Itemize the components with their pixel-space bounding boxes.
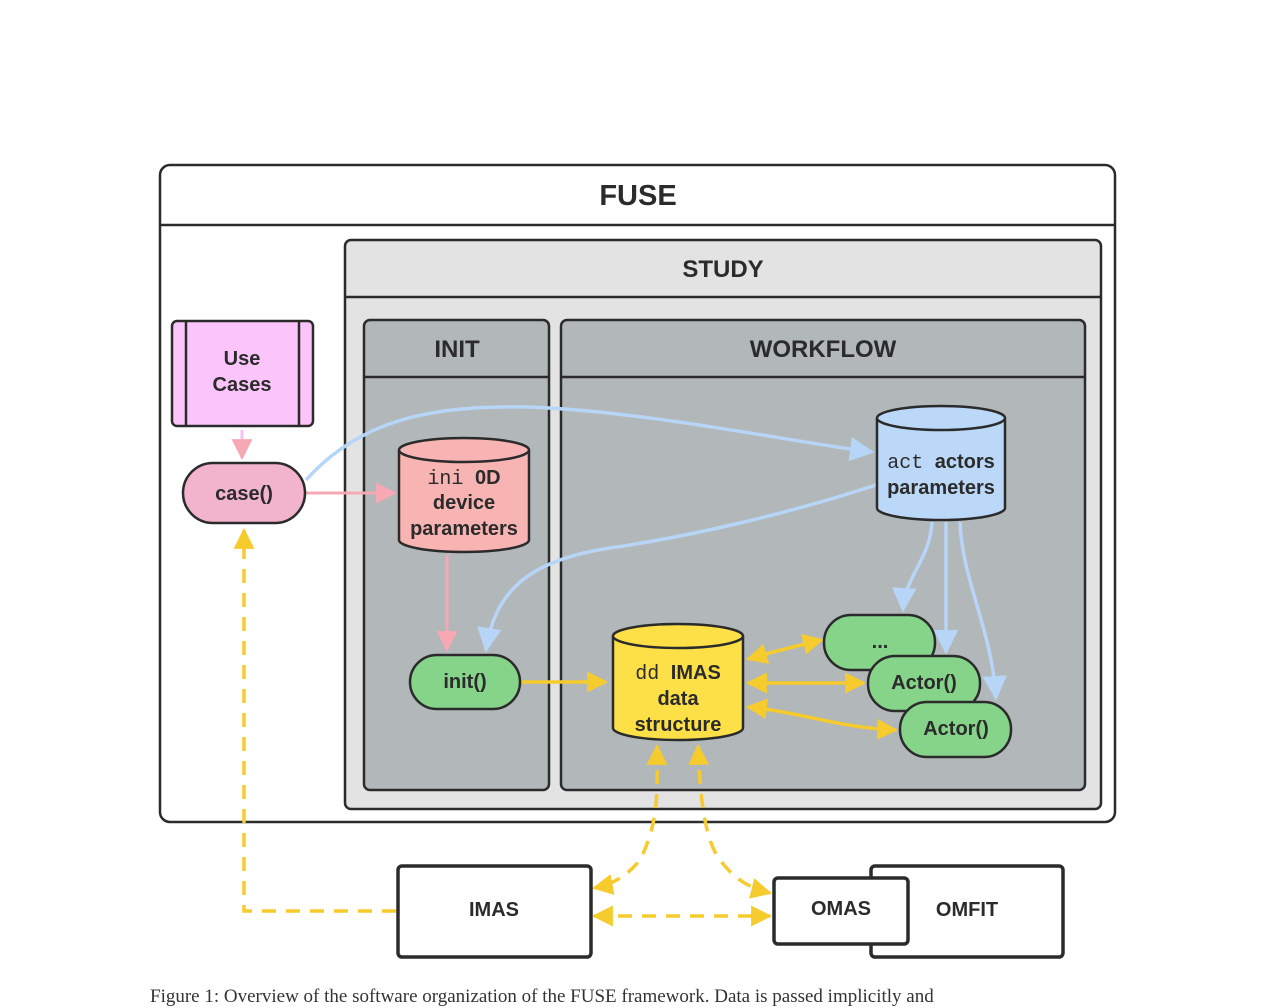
use-cases-line2: Cases (213, 374, 272, 396)
arrow-act-to-more (892, 521, 934, 613)
init-function-label: init() (443, 671, 486, 693)
workflow-panel-title: WORKFLOW (750, 336, 897, 363)
act-database-node: act actors parameters (875, 404, 1007, 522)
actor-more-label: ... (872, 631, 889, 653)
dd-line3: structure (635, 714, 722, 736)
imas-label: IMAS (469, 899, 519, 921)
dd-line1: IMAS (671, 662, 721, 684)
act-line1: actors (935, 451, 995, 473)
act-prefix: act (887, 452, 923, 475)
omfit-label: OMFIT (936, 899, 998, 921)
svg-text:ini 0D: ini 0D (427, 467, 500, 491)
use-cases-line1: Use (224, 348, 261, 370)
arrow-dd-actor2 (745, 698, 899, 740)
arrow-act-to-init (477, 483, 877, 653)
ini-database-node: ini 0D device parameters (397, 436, 531, 554)
fuse-title: FUSE (599, 180, 676, 212)
dd-prefix: dd (635, 663, 659, 686)
ini-line3: parameters (410, 518, 518, 540)
ini-line1: 0D (475, 467, 501, 489)
study-title: STUDY (682, 256, 763, 283)
ini-line2: device (433, 492, 495, 514)
arrow-dd-imas (591, 743, 668, 895)
figure-caption: Figure 1: Overview of the software organ… (150, 986, 934, 1007)
init-panel-title: INIT (434, 336, 480, 363)
case-function-label: case() (215, 483, 273, 505)
actor-1-label: Actor() (891, 672, 957, 694)
actor-node-1: Actor() (866, 654, 982, 713)
act-line2: parameters (887, 477, 995, 499)
imas-box: IMAS (396, 864, 593, 959)
dd-line2: data (657, 688, 699, 710)
arrow-imas-to-case (233, 527, 396, 913)
case-function-node: case() (181, 461, 307, 525)
arrow-dd-more (745, 633, 825, 664)
arrow-dd-omas (688, 743, 773, 899)
svg-text:dd IMAS: dd IMAS (635, 662, 721, 686)
omfit-box: OMFIT (869, 864, 1065, 959)
init-panel: INIT (362, 318, 551, 792)
arrow-case-to-act (304, 405, 875, 482)
svg-text:act actors: act actors (887, 451, 995, 475)
ini-prefix: ini (427, 468, 463, 491)
dd-database-node: dd IMAS data structure (611, 622, 745, 742)
init-function-node: init() (408, 653, 522, 711)
actor-2-label: Actor() (923, 718, 989, 740)
omas-label: OMAS (811, 898, 871, 920)
omas-box: OMAS (772, 876, 910, 946)
use-cases-node: Use Cases (170, 319, 315, 428)
actor-node-2: Actor() (898, 700, 1013, 759)
arrow-act-to-actor2 (958, 521, 1007, 701)
